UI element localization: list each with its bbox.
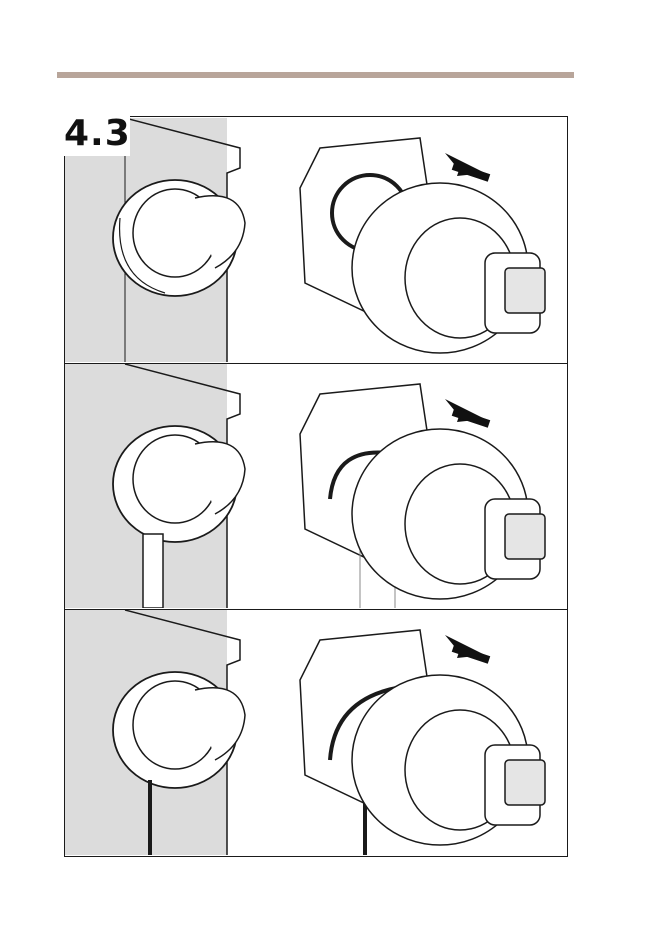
panel-3 xyxy=(65,610,567,855)
panel-1-illustration xyxy=(65,118,567,362)
step-number-label: 4.3 xyxy=(56,112,130,156)
camera-assembly xyxy=(300,138,545,353)
camera-assembly xyxy=(300,630,545,855)
wall-with-camera-cable xyxy=(65,610,245,855)
wall-with-camera-conduit xyxy=(65,364,245,608)
panel-1 xyxy=(65,118,567,362)
panel-2-illustration xyxy=(65,364,567,608)
direction-arrow-icon xyxy=(445,635,489,660)
panel-2 xyxy=(65,364,567,608)
panel-3-illustration xyxy=(65,610,567,855)
header-accent-rule xyxy=(57,72,574,78)
direction-arrow-icon xyxy=(445,153,489,178)
direction-arrow-icon xyxy=(445,399,489,424)
camera-assembly xyxy=(300,384,545,608)
